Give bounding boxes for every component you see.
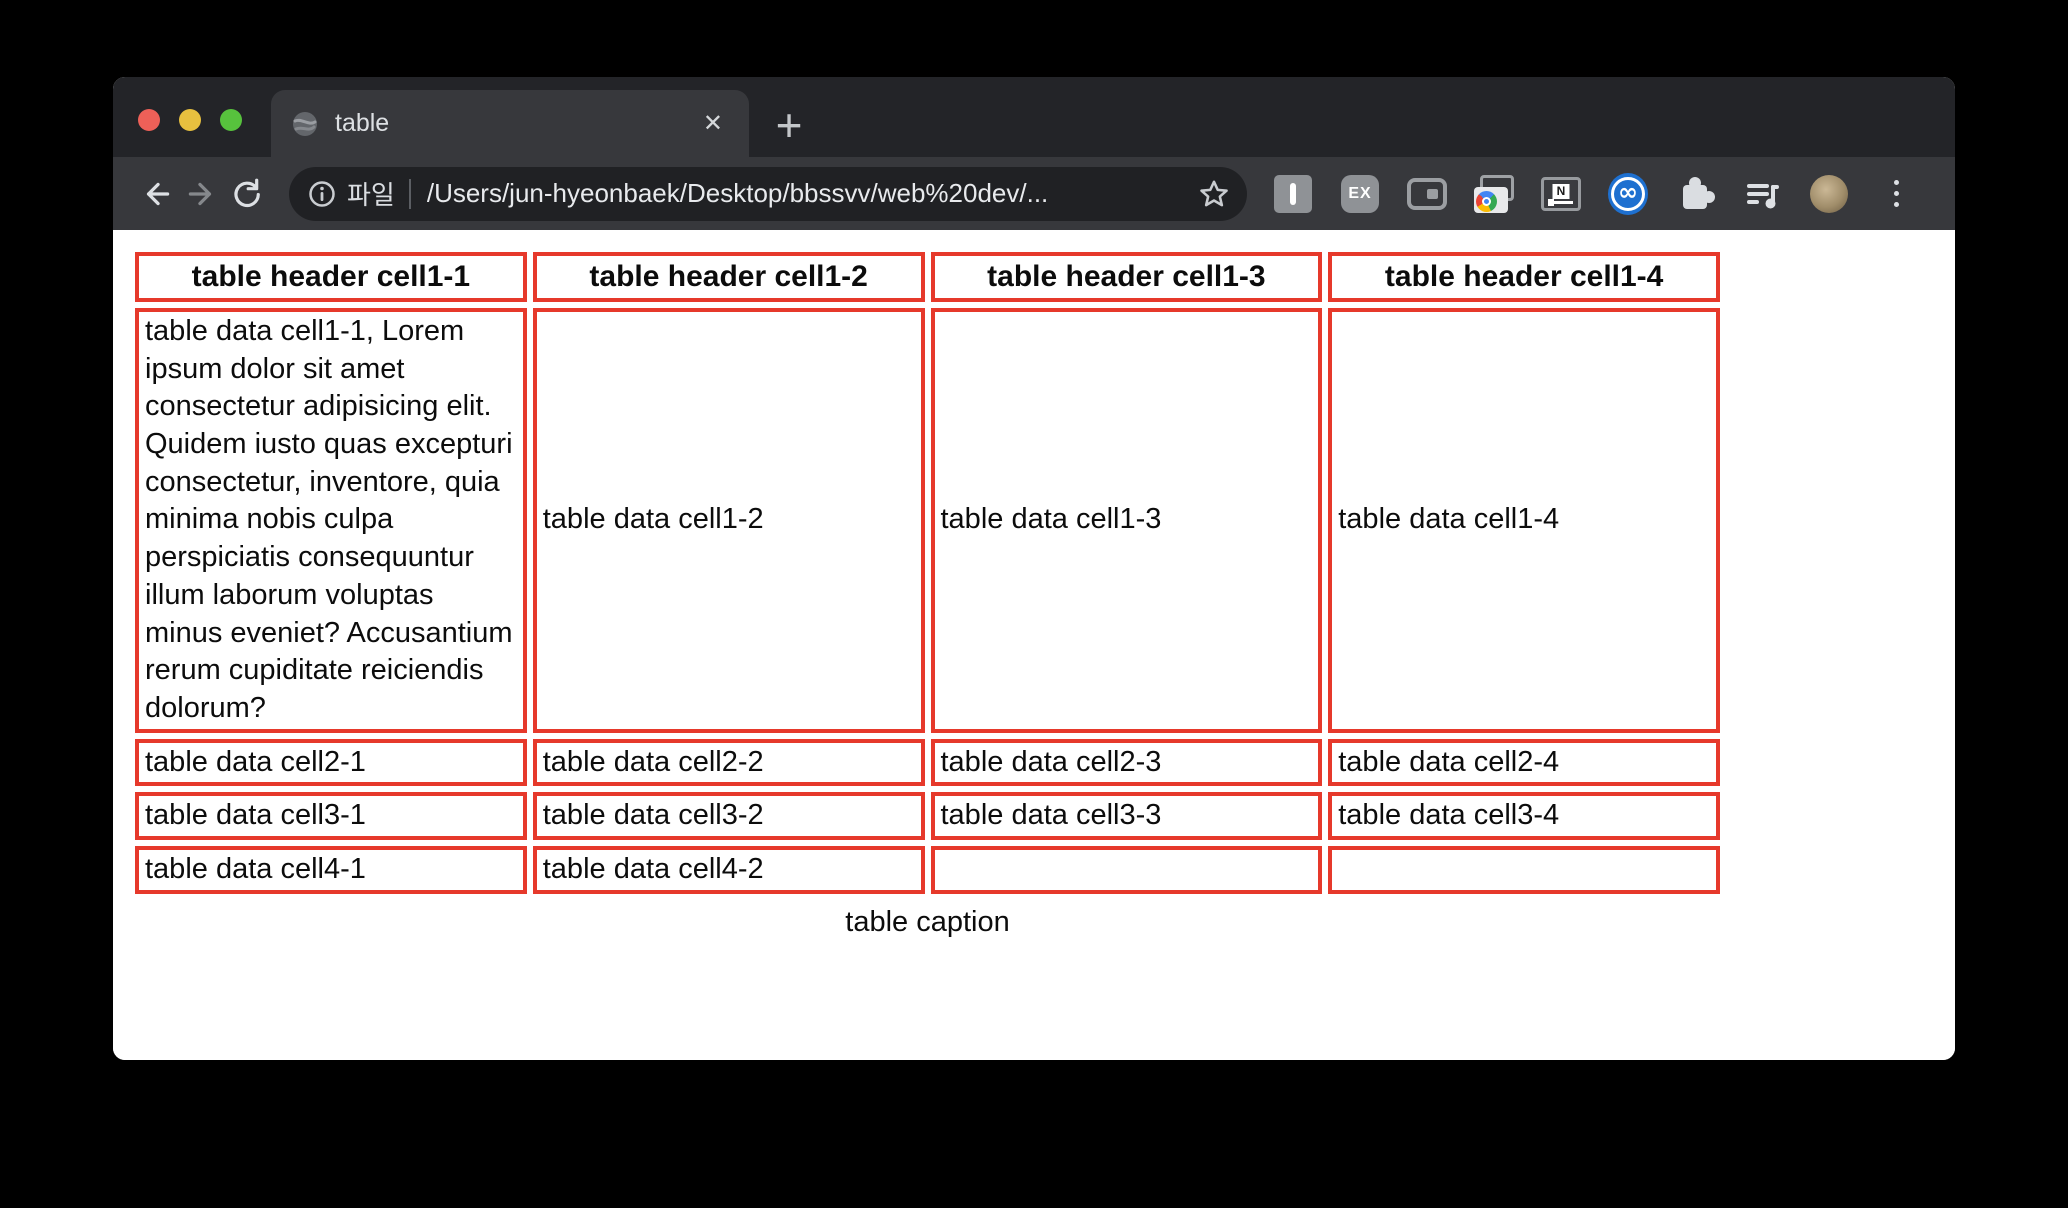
notion-extension-icon: N <box>1541 176 1581 211</box>
new-tab-button[interactable]: + <box>775 99 803 151</box>
bar-extension-icon <box>1274 174 1312 213</box>
address-bar[interactable]: 파일 /Users/jun-hyeonbaek/Desktop/bbssvv/w… <box>289 166 1247 221</box>
media-controls-button[interactable] <box>1742 174 1782 214</box>
traffic-lights <box>138 109 242 131</box>
screenshot-extension-button[interactable] <box>1474 174 1514 214</box>
table-header-cell: table header cell1-4 <box>1328 252 1720 302</box>
back-button[interactable] <box>135 172 179 216</box>
table-data-cell: table data cell1-4 <box>1328 308 1720 733</box>
notion-extension-button[interactable]: N <box>1541 174 1581 214</box>
reload-button[interactable] <box>223 172 267 216</box>
table-data-cell: table data cell1-2 <box>532 308 925 733</box>
extensions-row: EX N <box>1273 172 1916 215</box>
star-bookmark-icon[interactable] <box>1197 177 1231 211</box>
table-hidden-cell <box>930 845 1323 894</box>
profile-avatar <box>1810 174 1848 213</box>
bar-extension-button[interactable] <box>1273 174 1313 214</box>
table-row: table data cell3-1 table data cell3-2 ta… <box>135 792 1720 840</box>
reload-icon <box>234 178 260 207</box>
infinity-extension-button[interactable]: ∞ <box>1608 172 1648 215</box>
table-data-cell: table data cell1-1, Lorem ipsum dolor si… <box>135 308 527 733</box>
page-content: table caption table header cell1-1 table… <box>113 230 1955 1060</box>
pip-extension-button[interactable] <box>1407 174 1447 214</box>
table-header-cell: table header cell1-1 <box>135 252 527 302</box>
ex-extension-icon: EX <box>1341 174 1379 213</box>
table-row: table data cell4-1 table data cell4-2 <box>135 845 1720 894</box>
globe-favicon-icon <box>293 111 317 136</box>
media-playlist-icon <box>1747 183 1779 208</box>
table-data-cell: table data cell1-3 <box>930 308 1323 733</box>
chrome-logo-icon <box>1476 190 1497 212</box>
table-header-cell: table header cell1-2 <box>532 252 925 302</box>
close-window-button[interactable] <box>138 109 160 131</box>
close-tab-icon[interactable]: ✕ <box>702 110 723 137</box>
browser-menu-button[interactable] <box>1876 174 1916 214</box>
profile-button[interactable] <box>1809 174 1849 214</box>
omnibox-divider <box>408 178 411 209</box>
table-data-cell: table data cell2-1 <box>135 738 527 787</box>
url-scheme-label: 파일 <box>347 180 395 210</box>
kebab-menu-icon <box>1893 180 1899 207</box>
browser-window: table ✕ + <box>113 77 1955 1060</box>
table-header-cell: table header cell1-3 <box>930 252 1323 302</box>
table-data-cell: table data cell4-2 <box>532 845 925 894</box>
screenshot-extension-icon <box>1474 174 1514 213</box>
table-data-cell: table data cell3-4 <box>1328 792 1720 840</box>
browser-titlebar: table ✕ + <box>113 77 1955 157</box>
info-icon[interactable] <box>307 179 337 209</box>
table-data-cell: table data cell3-2 <box>532 792 925 840</box>
puzzle-icon <box>1683 176 1715 209</box>
table-data-cell: table data cell2-3 <box>930 738 1323 787</box>
table-empty-cell <box>1328 845 1720 894</box>
table-data-cell: table data cell3-3 <box>930 792 1323 840</box>
forward-arrow-icon <box>188 182 212 205</box>
table-data-cell: table data cell3-1 <box>135 792 527 840</box>
zoom-window-button[interactable] <box>220 109 242 131</box>
demo-table: table caption table header cell1-1 table… <box>129 246 1726 939</box>
table-header-row: table header cell1-1 table header cell1-… <box>135 252 1720 302</box>
minimize-window-button[interactable] <box>179 109 201 131</box>
extensions-menu-button[interactable] <box>1675 174 1715 214</box>
table-row: table data cell2-1 table data cell2-2 ta… <box>135 738 1720 787</box>
table-data-cell: table data cell2-4 <box>1328 738 1720 787</box>
tab-title: table <box>335 109 390 137</box>
ex-extension-button[interactable]: EX <box>1340 174 1380 214</box>
table-row: table data cell1-1, Lorem ipsum dolor si… <box>135 308 1720 733</box>
forward-button[interactable] <box>179 172 223 216</box>
infinity-extension-icon: ∞ <box>1608 172 1648 215</box>
back-arrow-icon <box>146 182 170 205</box>
pip-extension-icon <box>1407 177 1447 210</box>
browser-tab[interactable]: table ✕ <box>271 90 749 157</box>
table-data-cell: table data cell2-2 <box>532 738 925 787</box>
url-text: /Users/jun-hyeonbaek/Desktop/bbssvv/web%… <box>426 178 1049 208</box>
table-caption: table caption <box>845 905 1010 938</box>
browser-toolbar: 파일 /Users/jun-hyeonbaek/Desktop/bbssvv/w… <box>113 157 1955 230</box>
table-data-cell: table data cell4-1 <box>135 845 527 894</box>
